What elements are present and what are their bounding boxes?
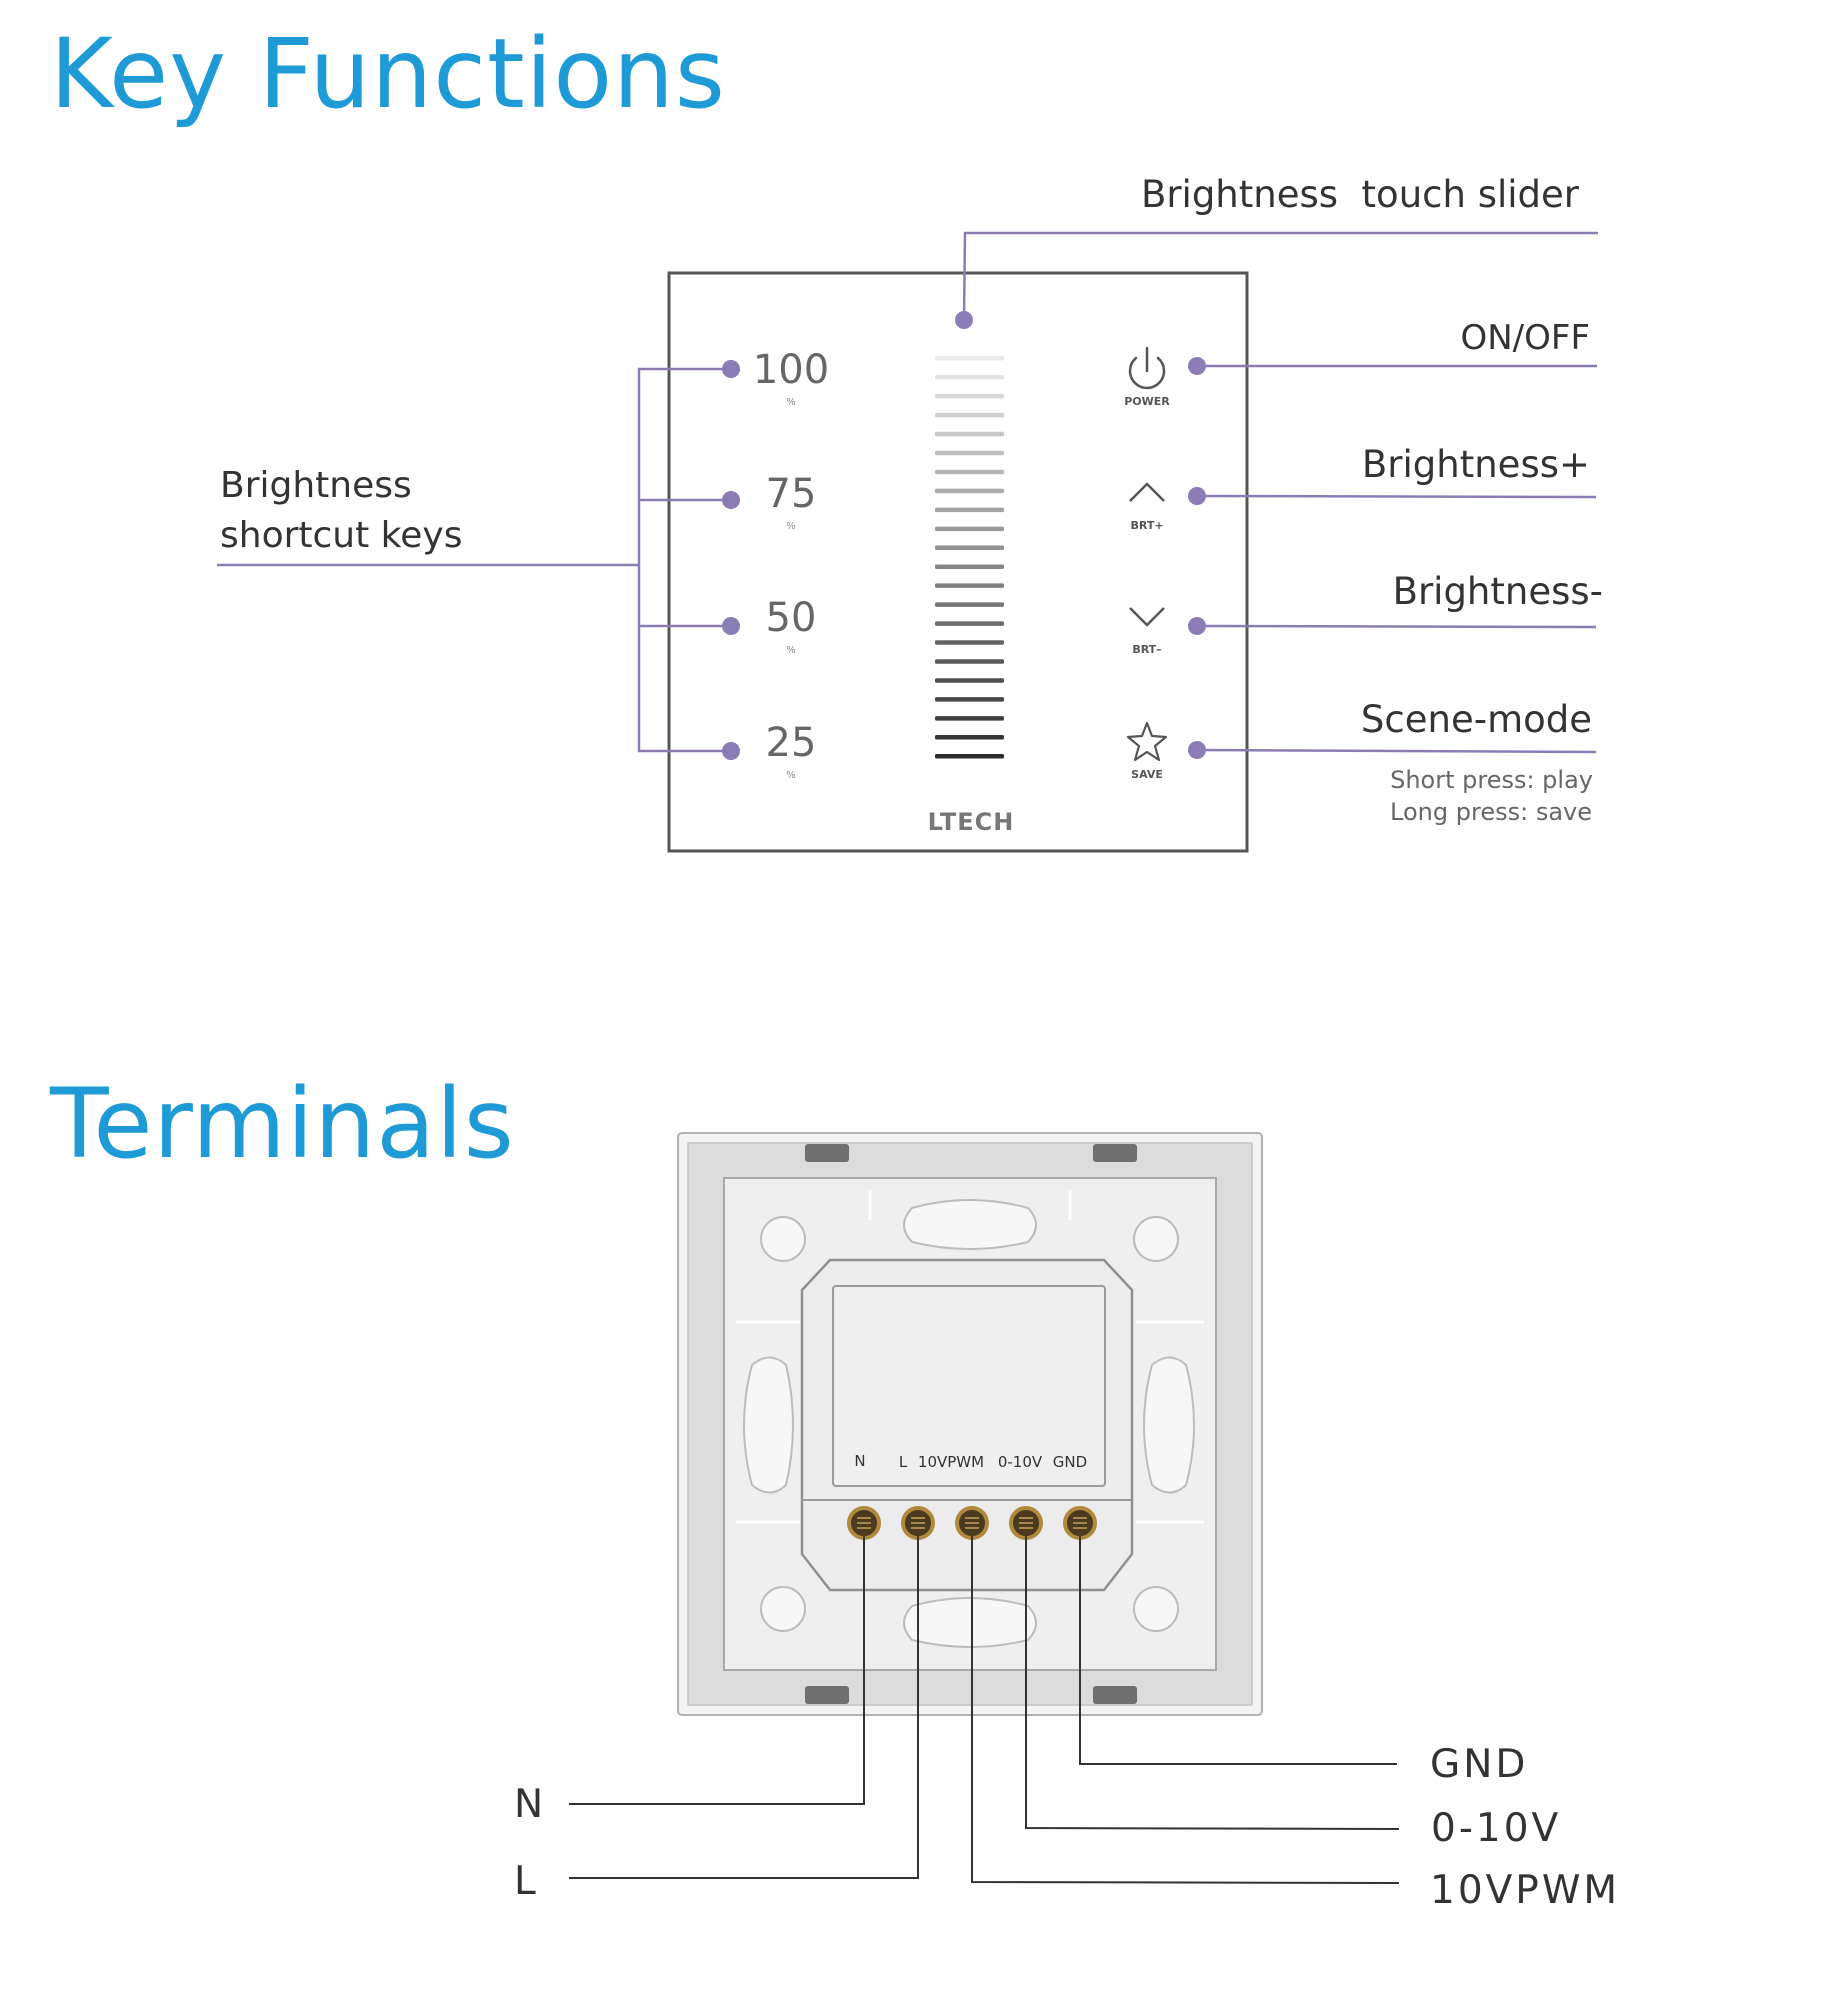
- terminal-screw: [955, 1506, 989, 1540]
- wire-0-10v: [1025, 1536, 1400, 1830]
- save-label: SAVE: [1131, 768, 1163, 781]
- key-functions-title: Key Functions: [50, 18, 726, 130]
- chevron-up-icon: [1129, 482, 1165, 502]
- slider-bar: [935, 640, 1004, 645]
- wire-label-l: L: [514, 1859, 536, 1904]
- brightness-up-button[interactable]: BRT+: [1129, 482, 1165, 532]
- percent-symbol: %: [786, 397, 796, 408]
- slider-bar: [935, 621, 1004, 626]
- power-icon: [1128, 346, 1166, 390]
- brand-logo: LTECH: [928, 808, 1015, 836]
- shortcut-value: 75: [766, 471, 817, 517]
- shortcut-bracket: [637, 367, 731, 753]
- slider-bar: [935, 697, 1004, 702]
- wire-label-n: N: [514, 1782, 543, 1827]
- shortcut-key-50[interactable]: 50 %: [766, 595, 817, 656]
- wire-10vpwm: [971, 1536, 1400, 1884]
- wire-label-10vpwm: 10VPWM: [1430, 1868, 1620, 1913]
- slider-bar: [935, 450, 1004, 456]
- wire-gnd: [1079, 1536, 1397, 1765]
- block-label-gnd: GND: [1053, 1453, 1087, 1471]
- terminals-title: Terminals: [50, 1068, 515, 1180]
- on-off-label: ON/OFF: [1460, 318, 1590, 358]
- slider-bar: [935, 545, 1004, 551]
- slider-bar: [935, 488, 1004, 494]
- shortcut-value: 25: [766, 720, 817, 766]
- short-press-note: Short press: play: [1390, 766, 1593, 794]
- slider-bar: [935, 678, 1004, 683]
- shortcut-key-25[interactable]: 25 %: [766, 720, 817, 781]
- slider-bar: [935, 374, 1004, 380]
- long-press-note: Long press: save: [1390, 798, 1592, 826]
- slider-bar: [935, 469, 1004, 475]
- slider-bar: [935, 393, 1004, 399]
- brightness-plus-label: Brightness+: [1362, 443, 1590, 486]
- block-label-0-10v: 0-10V: [998, 1453, 1043, 1471]
- save-button[interactable]: SAVE: [1126, 721, 1168, 781]
- slider-bar: [935, 412, 1004, 418]
- terminal-screw: [901, 1506, 935, 1540]
- wire-label-0-10v: 0-10V: [1431, 1806, 1561, 1851]
- wire-l: [569, 1536, 919, 1879]
- terminal-screw: [847, 1506, 881, 1540]
- power-button[interactable]: POWER: [1124, 346, 1170, 408]
- shortcut-keys-label-2: shortcut keys: [220, 515, 462, 556]
- slider-bar: [935, 735, 1004, 740]
- percent-symbol: %: [786, 521, 796, 532]
- wire-label-gnd: GND: [1430, 1742, 1528, 1787]
- percent-symbol: %: [786, 645, 796, 656]
- slider-bar: [935, 583, 1004, 588]
- brt-down-label: BRT–: [1132, 643, 1161, 656]
- brightness-slider[interactable]: [935, 356, 1004, 759]
- block-label-10vpwm: 10VPWM: [918, 1453, 984, 1471]
- scene-mode-label: Scene-mode: [1361, 698, 1592, 741]
- slider-bar: [935, 564, 1004, 569]
- shortcut-value: 50: [766, 595, 817, 641]
- shortcut-key-100[interactable]: 100 %: [753, 347, 829, 408]
- brt-down-leader: [1196, 624, 1597, 629]
- terminal-device: [677, 1132, 1263, 1716]
- block-label-l: L: [899, 1453, 908, 1471]
- slider-bar: [935, 716, 1004, 721]
- star-icon: [1126, 721, 1168, 762]
- touch-slider-label: Brightness touch slider: [1141, 173, 1580, 216]
- block-label-n: N: [854, 1452, 865, 1470]
- slider-leader: [962, 231, 1598, 321]
- terminal-screw: [1063, 1506, 1097, 1540]
- slider-bar: [935, 754, 1004, 759]
- terminal-screw: [1009, 1506, 1043, 1540]
- brightness-down-button[interactable]: BRT–: [1129, 607, 1165, 656]
- slider-bar: [935, 507, 1004, 513]
- slider-bar: [935, 356, 1004, 361]
- slider-bar: [935, 602, 1004, 607]
- shortcut-keys-label-1: Brightness: [220, 465, 412, 506]
- brightness-minus-label: Brightness-: [1393, 570, 1603, 613]
- chevron-down-icon: [1129, 607, 1165, 627]
- scene-leader: [1196, 748, 1597, 754]
- shortcut-value: 100: [753, 347, 829, 393]
- brt-up-leader: [1196, 494, 1597, 499]
- slider-bar: [935, 526, 1004, 532]
- power-label: POWER: [1124, 395, 1170, 408]
- slider-bar: [935, 431, 1004, 437]
- percent-symbol: %: [786, 770, 796, 781]
- wire-n: [569, 1536, 865, 1805]
- shortcut-key-75[interactable]: 75 %: [766, 471, 817, 532]
- brt-up-label: BRT+: [1130, 519, 1163, 532]
- slider-bar: [935, 659, 1004, 664]
